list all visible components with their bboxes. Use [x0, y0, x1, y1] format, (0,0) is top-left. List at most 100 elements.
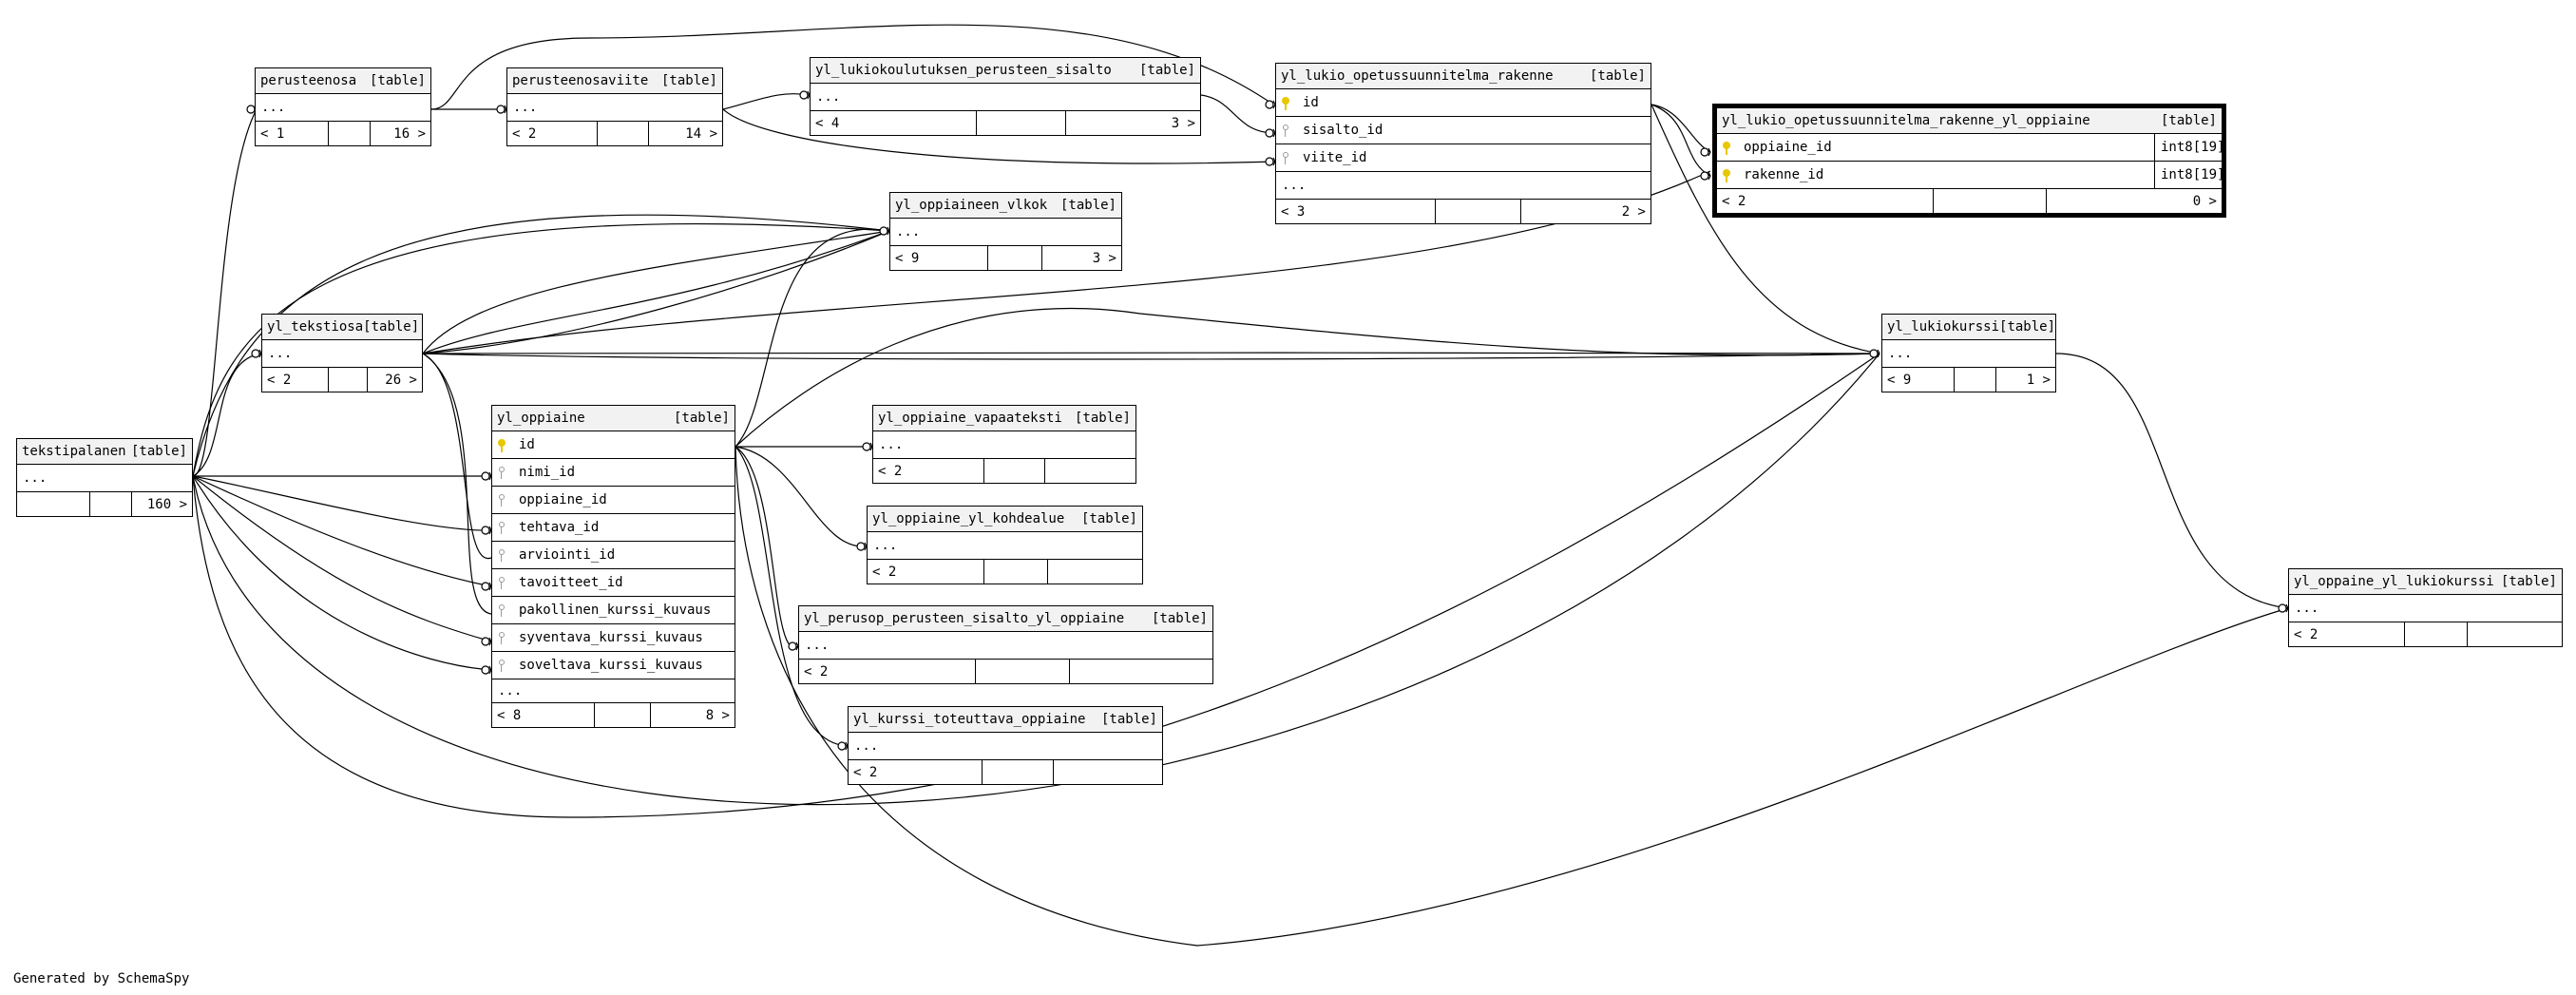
more-columns: ... [2295, 601, 2319, 616]
parents-count[interactable] [17, 492, 91, 516]
column-row[interactable]: id [1276, 89, 1651, 117]
table-yl-lukiokoulutuksen-perusteen-sisalto[interactable]: yl_lukiokoulutuksen_perusteen_sisalto[ta… [810, 57, 1201, 136]
column-row[interactable]: rakenne_id int8[19] [1717, 162, 2224, 189]
table-yl-oppiaine-vapaateksti[interactable]: yl_oppiaine_vapaateksti[table] ... < 2 [872, 405, 1136, 484]
edge-crowfoot [1708, 171, 1711, 181]
parents-count[interactable]: < 2 [262, 368, 330, 392]
edge-endpoint-circle [251, 349, 260, 358]
column-row[interactable]: oppiaine_id [492, 487, 735, 514]
column-name: rakenne_id [1744, 167, 1824, 182]
children-count[interactable]: 2 > [1621, 203, 1646, 220]
edge-endpoint-circle [481, 471, 490, 481]
column-row[interactable]: pakollinen_kurssi_kuvaus [492, 597, 735, 624]
foot-mid [1955, 368, 1996, 392]
children-count[interactable] [1054, 760, 1162, 784]
table-yl-oppaine-yl-lukiokurssi[interactable]: yl_oppaine_yl_lukiokurssi[table] ... < 2 [2288, 568, 2563, 647]
edge-endpoint-circle [879, 226, 888, 236]
parents-count[interactable]: < 8 [492, 703, 595, 727]
parents-count[interactable]: < 2 [868, 560, 984, 584]
parents-count[interactable]: < 2 [799, 660, 977, 683]
column-row[interactable]: tehtava_id [492, 514, 735, 542]
table-tag: [table] [369, 73, 426, 88]
children-count[interactable]: 3 > [1171, 115, 1195, 131]
more-columns: ... [268, 346, 293, 361]
parents-count[interactable]: < 2 [873, 459, 985, 483]
table-name: perusteenosa [260, 73, 357, 88]
relationship-edge [1200, 94, 1276, 134]
column-name: sisalto_id [1303, 123, 1383, 138]
table-yl-perusop-perusteen-sisalto-yl-oppiaine[interactable]: yl_perusop_perusteen_sisalto_yl_oppiaine… [798, 605, 1213, 684]
column-row[interactable]: soveltava_kurssi_kuvaus [492, 652, 735, 679]
parents-count[interactable]: < 2 [849, 760, 983, 784]
table-name: yl_tekstiosa [267, 319, 364, 335]
table-yl-tekstiosa[interactable]: yl_tekstiosa[table] ... < 2 26 > [261, 314, 423, 392]
column-row[interactable]: arviointi_id [492, 542, 735, 569]
column-row[interactable]: viite_id [1276, 144, 1651, 172]
table-perusteenosa[interactable]: perusteenosa [table] ... < 1 16 > [255, 67, 431, 146]
children-count[interactable] [1070, 660, 1212, 683]
parents-count[interactable]: < 3 [1276, 200, 1437, 223]
children-count[interactable]: 26 > [385, 372, 417, 388]
edge-endpoint-circle [481, 665, 490, 675]
relationship-edge [192, 353, 262, 477]
table-tag: [table] [2160, 113, 2217, 128]
primary-key-icon [1282, 96, 1289, 110]
column-name: syventava_kurssi_kuvaus [519, 630, 703, 645]
children-count[interactable]: 3 > [1092, 250, 1116, 266]
edge-endpoint-circle [1265, 100, 1274, 109]
column-row[interactable]: syventava_kurssi_kuvaus [492, 624, 735, 652]
relationship-edge [2055, 353, 2289, 609]
parents-count[interactable]: < 4 [811, 111, 978, 135]
parents-count[interactable]: < 2 [507, 122, 599, 145]
children-count[interactable] [1048, 560, 1142, 584]
relationship-edge [192, 222, 890, 477]
column-type: int8[19] [2154, 162, 2224, 188]
column-row[interactable]: id [492, 431, 735, 459]
children-count[interactable]: 16 > [393, 125, 427, 142]
table-name: yl_lukio_opetussuunnitelma_rakenne [1281, 68, 1554, 84]
column-row[interactable]: sisalto_id [1276, 117, 1651, 144]
table-name: yl_oppiaine_yl_kohdealue [872, 511, 1065, 526]
table-yl-lukio-opetussuunnitelma-rakenne-yl-oppiaine[interactable]: yl_lukio_opetussuunnitelma_rakenne_yl_op… [1712, 104, 2226, 218]
parents-count[interactable]: < 2 [1717, 189, 1934, 213]
table-tag: [table] [1059, 198, 1116, 213]
relationship-edge [422, 352, 1880, 354]
edge-endpoint-circle [799, 90, 809, 100]
children-count[interactable] [2468, 622, 2562, 646]
column-row[interactable]: nimi_id [492, 459, 735, 487]
more-columns: ... [873, 538, 898, 553]
table-tag: [table] [363, 319, 420, 335]
edge-endpoint-circle [1700, 171, 1709, 181]
children-count[interactable]: 160 > [146, 496, 188, 512]
children-count[interactable]: 14 > [685, 125, 717, 142]
foreign-key-icon [498, 576, 506, 589]
table-yl-oppiaine[interactable]: yl_oppiaine[table] id nimi_id oppiaine_i… [491, 405, 735, 728]
children-count[interactable]: 0 > [2192, 193, 2217, 209]
relationship-edge [430, 24, 1274, 110]
children-count[interactable]: 8 > [705, 707, 730, 723]
more-columns: ... [261, 100, 286, 115]
table-tag: [table] [673, 411, 730, 426]
table-yl-kurssi-toteuttava-oppiaine[interactable]: yl_kurssi_toteuttava_oppiaine[table] ...… [848, 706, 1163, 785]
parents-count[interactable]: < 9 [1882, 368, 1956, 392]
table-yl-lukio-opetussuunnitelma-rakenne[interactable]: yl_lukio_opetussuunnitelma_rakenne [table… [1275, 63, 1651, 224]
parents-count[interactable]: < 9 [890, 246, 988, 270]
foot-mid [595, 703, 652, 727]
table-tag: [table] [1589, 68, 1646, 84]
relationship-edge [735, 228, 890, 448]
parents-count[interactable]: < 1 [256, 122, 330, 145]
children-count[interactable] [1045, 459, 1135, 483]
column-name: id [519, 437, 535, 452]
children-count[interactable]: 1 > [2026, 372, 2051, 388]
relationship-edge [422, 230, 890, 354]
column-row[interactable]: tavoitteet_id [492, 569, 735, 597]
table-tekstipalanen[interactable]: tekstipalanen[table] ... 160 > [16, 438, 193, 517]
parents-count[interactable]: < 2 [2289, 622, 2405, 646]
foreign-key-icon [1282, 124, 1289, 137]
edge-crowfoot [1708, 147, 1711, 157]
table-yl-oppiaine-yl-kohdealue[interactable]: yl_oppiaine_yl_kohdealue[table] ... < 2 [867, 506, 1143, 584]
